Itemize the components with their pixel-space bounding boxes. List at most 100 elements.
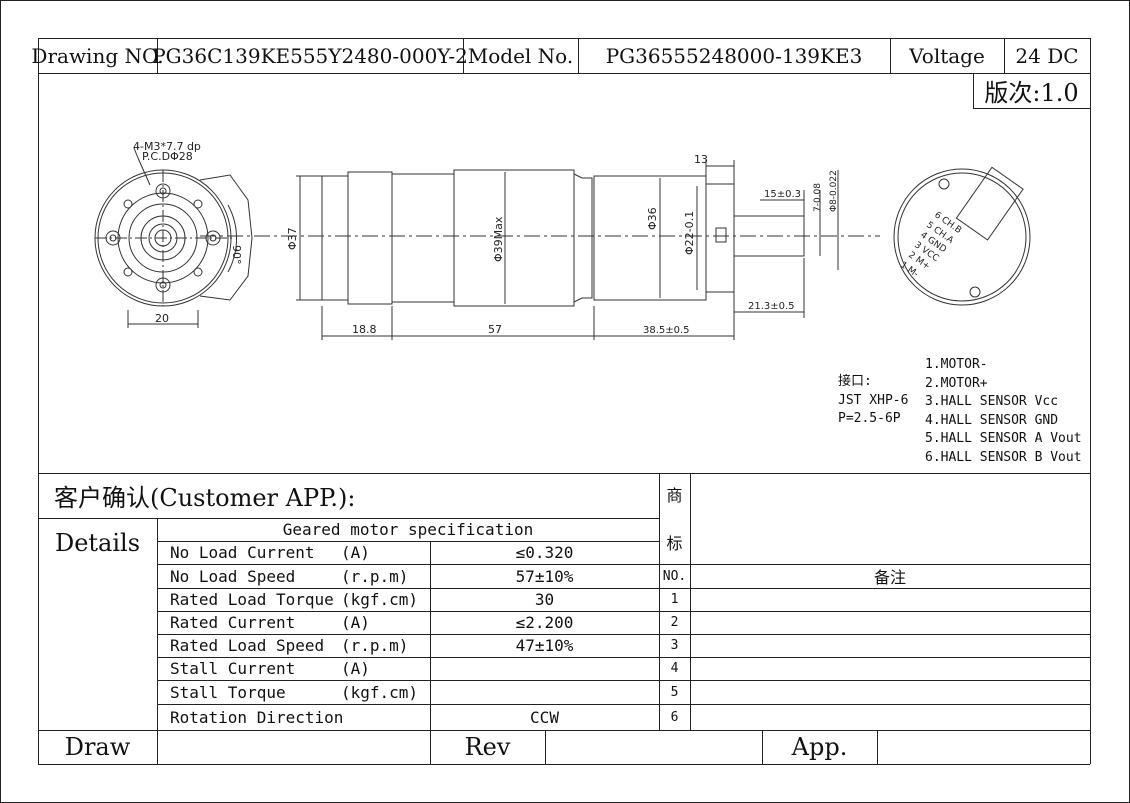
- header-top-line: [38, 38, 1090, 39]
- table-line: [157, 704, 1090, 705]
- spec-value: CCW: [530, 707, 559, 727]
- spec-name: No Load Speed: [170, 566, 296, 586]
- dim-13: 13: [694, 153, 708, 166]
- spec-value: 57±10%: [515, 566, 574, 586]
- dim-18-8: 18.8: [352, 323, 377, 336]
- spec-unit: (A): [341, 659, 370, 678]
- dim-21-3: 21.3±0.5: [748, 301, 795, 312]
- front-callout-2: P.C.DΦ28: [142, 150, 193, 163]
- header-divider: [463, 38, 464, 73]
- pin-item: 2.MOTOR+: [925, 375, 988, 391]
- note-number: 6: [670, 709, 679, 725]
- pin-item: 5.HALL SENSOR A Vout: [925, 431, 1082, 446]
- table-line: [157, 564, 1090, 565]
- table-line: [38, 730, 1090, 731]
- spec-unit: (r.p.m): [341, 636, 409, 655]
- draw-label: Draw: [64, 733, 131, 761]
- brand-label-1: 商: [666, 486, 683, 505]
- outer-left-line: [38, 38, 39, 764]
- header-divider: [1004, 38, 1005, 73]
- front-callout-1: 4-M3*7.7 dp: [133, 140, 201, 153]
- notes-label: 备注: [873, 568, 906, 587]
- customer-app-label: 客户确认(Customer APP.):: [54, 484, 356, 512]
- pin-item: 4.HALL SENSOR GND: [925, 412, 1059, 428]
- model-no-value: PG36555248000-139KE3: [605, 43, 863, 68]
- note-number: 1: [670, 592, 679, 607]
- dim-d36: Φ36: [646, 207, 659, 230]
- dim-d37: Φ37: [286, 227, 299, 250]
- table-divider: [157, 518, 158, 764]
- table-line: [157, 541, 659, 542]
- version-box: [973, 73, 1090, 109]
- dim-d39: Φ39Max: [492, 216, 505, 262]
- header-bottom-line: [38, 73, 1090, 74]
- spec-name: Rated Current: [170, 613, 296, 632]
- note-number: 3: [670, 638, 679, 653]
- spec-unit: (kgf.cm): [341, 590, 419, 609]
- drawing-no-label: Drawing NO.: [31, 43, 164, 68]
- table-divider: [659, 473, 660, 730]
- side-view: [200, 160, 880, 340]
- notes-no-label: NO.: [662, 568, 687, 584]
- spec-value: [430, 657, 659, 680]
- spec-name: Stall Current: [170, 659, 296, 678]
- table-line: [157, 611, 1090, 612]
- header-divider: [157, 38, 158, 73]
- rear-view: [893, 166, 1031, 306]
- header-divider: [578, 38, 579, 73]
- spec-value: [430, 680, 659, 704]
- table-line: [157, 657, 1090, 658]
- spec-name: Rated Load Torque: [170, 590, 334, 609]
- connector-info: 接口: JST XHP-6 P=2.5-6P: [838, 373, 908, 429]
- rev-label: Rev: [464, 733, 511, 761]
- table-line: [157, 680, 1090, 681]
- details-label: Details: [54, 529, 141, 557]
- connector-pitch: P=2.5-6P: [838, 411, 901, 426]
- table-divider: [877, 730, 878, 764]
- spec-name: Rotation Direction: [170, 707, 344, 727]
- table-divider: [545, 730, 546, 764]
- brand-label-2: 标: [666, 534, 683, 553]
- version-label: 版次:1.0: [984, 79, 1079, 107]
- dim-7: 7-0.08: [813, 183, 823, 212]
- table-divider: [430, 541, 431, 730]
- spec-value: 47±10%: [515, 636, 574, 655]
- dim-15: 15±0.3: [764, 189, 801, 200]
- table-divider: [762, 730, 763, 764]
- spec-name: Rated Load Speed: [170, 636, 325, 655]
- spec-title: Geared motor specification: [282, 520, 534, 539]
- spec-unit: (A): [341, 543, 370, 562]
- spec-name: No Load Current: [170, 543, 315, 562]
- voltage-value: 24 DC: [1015, 43, 1079, 68]
- dim-d8: Φ8-0.022: [829, 170, 839, 212]
- header-divider: [890, 38, 891, 73]
- front-view: [94, 147, 253, 328]
- spec-unit: (kgf.cm): [341, 682, 419, 702]
- motor-drawing: 4-M3*7.7 dp P.C.DΦ28 90° 20 Φ37 Φ39Max Φ…: [94, 140, 1031, 340]
- spec-unit: (r.p.m): [341, 566, 409, 586]
- table-line: [38, 518, 659, 519]
- note-number: 2: [670, 615, 679, 630]
- front-angle: 90°: [230, 245, 243, 265]
- table-divider: [430, 730, 431, 764]
- pin-item: 6.HALL SENSOR B Vout: [925, 449, 1082, 465]
- dim-57: 57: [488, 323, 502, 336]
- pin-item: 1.MOTOR-: [925, 357, 988, 372]
- pin-list: 1.MOTOR- 2.MOTOR+ 3.HALL SENSOR Vcc 4.HA…: [925, 356, 1082, 467]
- connector-label: 接口:: [838, 374, 872, 389]
- note-number: 5: [670, 684, 679, 700]
- app-label: App.: [791, 733, 848, 761]
- note-number: 4: [670, 661, 679, 676]
- table-divider: [690, 473, 691, 730]
- front-width: 20: [155, 312, 169, 325]
- pin-item: 3.HALL SENSOR Vcc: [925, 394, 1059, 409]
- table-line: [157, 634, 1090, 635]
- table-line: [157, 588, 1090, 589]
- table-bottom-line: [38, 764, 1090, 765]
- model-no-label: Model No.: [467, 43, 574, 68]
- table-top-line: [38, 473, 1090, 474]
- drawing-no-value: PG36C139KE555Y2480-000Y-2: [152, 43, 468, 68]
- spec-name: Stall Torque: [170, 682, 286, 702]
- connector-type: JST XHP-6: [838, 392, 909, 408]
- spec-value: ≤2.200: [515, 613, 574, 632]
